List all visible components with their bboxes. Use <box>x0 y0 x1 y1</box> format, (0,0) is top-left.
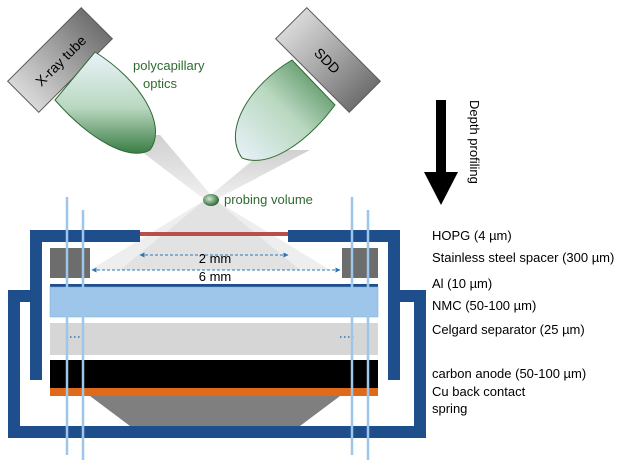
spring <box>90 396 340 426</box>
layer-label-nmc: NMC (50-100 µm) <box>432 298 536 313</box>
separator-layer <box>50 323 378 355</box>
layer-label-spacer: Stainless steel spacer (300 µm) <box>432 250 614 265</box>
dim-6mm-label: 6 mm <box>199 269 232 284</box>
layer-label-hopg: HOPG (4 µm) <box>432 228 512 243</box>
vertical-guides <box>65 197 370 460</box>
al-layer <box>50 284 378 287</box>
xray-optic <box>54 51 156 154</box>
nmc-layer <box>49 286 379 318</box>
depth-profiling-label: Depth profiling <box>467 100 482 184</box>
dim-2mm-label: 2 mm <box>199 251 232 266</box>
layer-label-al: Al (10 µm) <box>432 276 492 291</box>
sdd-detector: SDD <box>274 6 382 114</box>
outer-frame <box>8 230 426 438</box>
layer-labels: HOPG (4 µm) Stainless steel spacer (300 … <box>432 228 614 416</box>
polycapillary-label: polycapillary <box>133 58 205 73</box>
sdd-optic <box>234 59 336 161</box>
hopg-window <box>140 232 288 236</box>
depth-arrow <box>424 100 458 205</box>
spacer-right <box>342 248 378 278</box>
layer-label-separator: Celgard separator (25 µm) <box>432 322 585 337</box>
probing-volume-dot <box>203 194 219 206</box>
probing-volume-label: probing volume <box>224 192 313 207</box>
layer-label-anode: carbon anode (50-100 µm) <box>432 366 586 381</box>
anode-layer <box>50 360 378 388</box>
cu-contact-layer <box>50 388 378 396</box>
optics-label: optics <box>143 76 177 91</box>
layer-label-spring: spring <box>432 401 467 416</box>
layer-label-cu: Cu back contact <box>432 384 526 399</box>
